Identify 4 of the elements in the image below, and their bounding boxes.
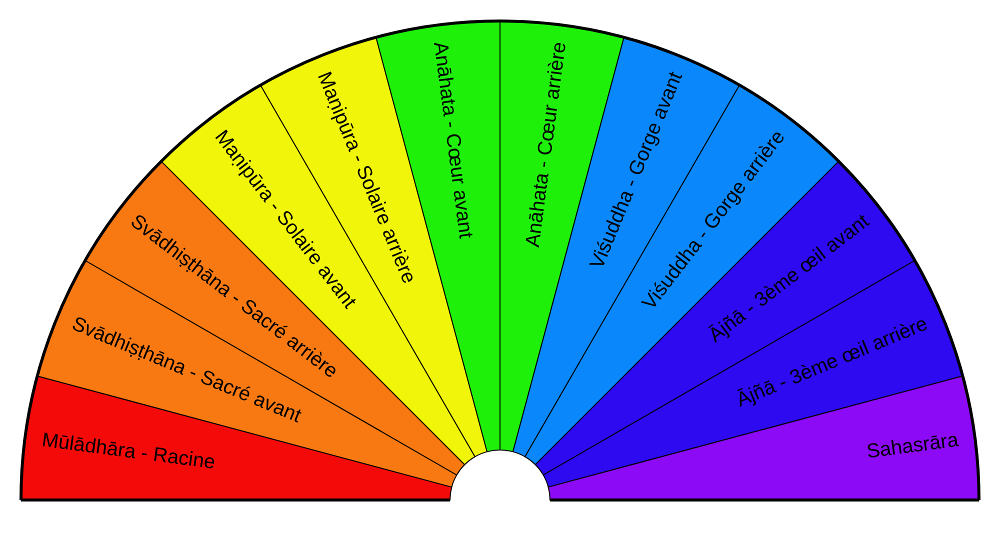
sector-label: Anāhata - Cœur arrière <box>521 40 572 248</box>
sector-label: Anāhata - Cœur avant <box>428 40 478 240</box>
sector-label: Mūlādhāra - Racine <box>40 428 217 474</box>
sector-label: Sahasrāra <box>865 428 960 464</box>
